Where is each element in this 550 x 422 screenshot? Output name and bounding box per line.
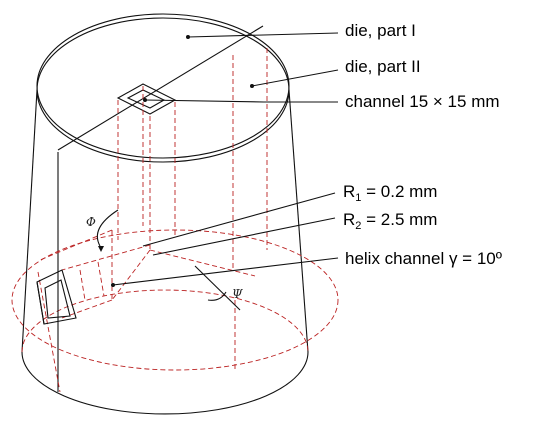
leader-dot — [250, 84, 254, 88]
bottom-front-arc — [21, 351, 309, 415]
label-die-part-2: die, part II — [345, 57, 421, 76]
leader-die-part-2 — [251, 69, 339, 87]
label-r1: R1 = 0.2 mm — [343, 182, 437, 204]
channel-outlet — [36, 269, 77, 325]
label-channel: channel 15 × 15 mm — [345, 92, 500, 111]
label-die-part-1: die, part I — [345, 21, 416, 40]
leader-dot — [111, 283, 115, 287]
hidden-channel-lines — [11, 48, 339, 393]
label-helix-channel: helix channel γ = 10º — [345, 249, 502, 268]
psi-symbol: Ψ — [232, 287, 243, 301]
hidden-line — [149, 249, 256, 277]
outlet-inner — [44, 279, 71, 319]
die-split-line — [57, 25, 264, 151]
leader-channel — [144, 99, 338, 103]
leader-die-part-1 — [187, 32, 339, 38]
angle-annotations: Φ Ψ — [86, 209, 243, 311]
leader-helix — [112, 257, 339, 286]
leader-dot — [143, 98, 147, 102]
hidden-line — [79, 269, 86, 301]
psi-line — [194, 265, 241, 311]
phi-symbol: Φ — [86, 215, 96, 229]
leader-r1 — [142, 192, 336, 247]
label-r2: R2 = 2.5 mm — [343, 210, 437, 232]
leader-lines — [111, 32, 339, 287]
hidden-line — [39, 229, 113, 261]
die-body — [21, 13, 309, 415]
body-left-edge — [21, 89, 38, 353]
hidden-line — [61, 299, 113, 319]
leader-dot — [186, 35, 190, 39]
body-right-edge — [288, 89, 309, 353]
psi-arc — [207, 291, 227, 301]
phi-arrowhead — [98, 246, 104, 252]
leader-r2 — [152, 217, 336, 256]
hidden-bottom-ellipse — [11, 229, 339, 371]
phi-arc — [96, 209, 119, 247]
hidden-line — [37, 271, 61, 393]
bottom-back-arc — [21, 289, 309, 353]
hidden-line — [111, 249, 151, 301]
hidden-line — [97, 261, 105, 297]
hidden-line — [61, 244, 151, 271]
outlet-edge — [36, 281, 45, 325]
